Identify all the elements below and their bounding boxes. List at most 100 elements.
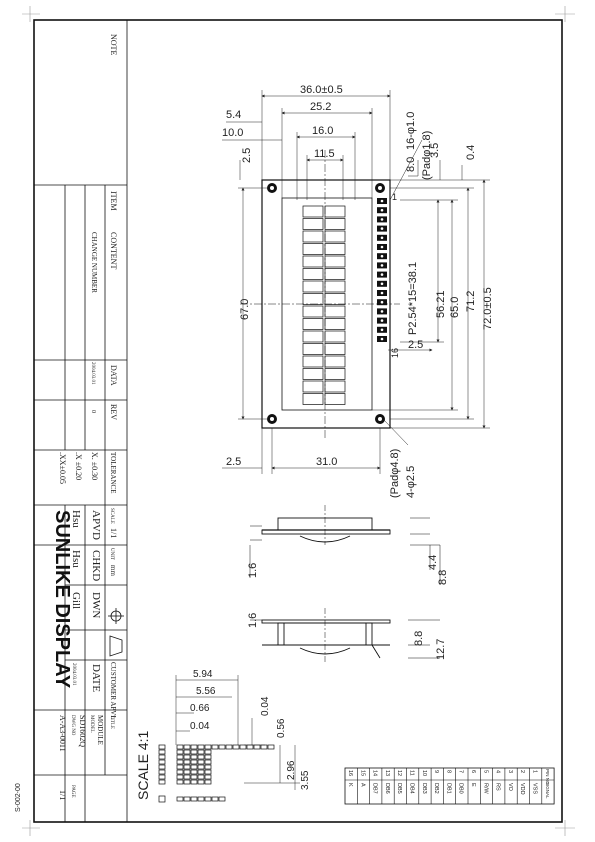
date-label: DATE — [90, 664, 102, 692]
data-value: 2004.03.01 — [90, 362, 95, 385]
pin-no-header: PIN NO — [545, 769, 550, 785]
detail-dimensions — [175, 675, 300, 790]
dot-cell — [176, 796, 184, 802]
mounting-holes — [267, 183, 385, 424]
front-dimensions — [222, 90, 490, 474]
dot-cell — [211, 744, 219, 750]
dot-cell — [267, 744, 275, 750]
company-name: SUNLIKE DISPLAY — [51, 510, 73, 689]
dim-066: 0.66 — [190, 703, 210, 714]
dot-cell — [197, 769, 205, 775]
tolerance-label: TOLERANCE — [109, 452, 117, 493]
dim-mount: 4-φ2.5 — [405, 466, 417, 498]
pin-signal: E — [470, 783, 476, 787]
tolerance-xxx: .XX±0.05 — [58, 452, 67, 484]
dot-cell — [176, 779, 184, 785]
sheet-border — [33, 19, 563, 823]
dot-cell — [211, 796, 219, 802]
pin-signal: DB4 — [409, 783, 415, 794]
pin-signal: VO — [507, 783, 513, 792]
dot-cell — [204, 759, 212, 765]
dot-cell — [158, 744, 166, 750]
dim-35: 3.5 — [429, 143, 441, 158]
dim-pad-holes: 16-φ1.0 — [405, 112, 417, 150]
content-label: CONTENT — [109, 232, 118, 269]
dwg-label: DWG NO — [70, 715, 75, 736]
character-cell — [324, 343, 346, 355]
apvd-label: APVD — [90, 510, 102, 540]
dot-cell — [176, 774, 184, 780]
dim-296: 2.96 — [286, 760, 297, 780]
pin-number: 9 — [433, 770, 439, 773]
pin-signal: R/W — [482, 783, 488, 795]
character-cell — [302, 318, 324, 330]
dot-cell — [218, 796, 226, 802]
dot-cell — [246, 744, 254, 750]
dot-matrix-detail — [158, 744, 275, 803]
connector-pins — [377, 198, 387, 342]
character-cell — [302, 380, 324, 393]
customer-apvl-label: CUSTOMER APVL — [109, 662, 117, 720]
pin-number: 15 — [359, 770, 365, 776]
detail-scale-label: SCALE 4:1 — [135, 731, 151, 800]
data-label: DATA — [109, 365, 118, 386]
character-cell — [324, 393, 346, 405]
change-number-label: CHANGE NUMBER — [90, 232, 98, 293]
model-value: SD1602Q — [78, 715, 87, 747]
dim-056: 0.56 — [276, 718, 287, 738]
pin-number: 12 — [396, 770, 402, 776]
character-cell-grid — [302, 205, 346, 405]
character-cell — [302, 330, 324, 343]
character-cell — [302, 368, 324, 380]
dot-cell — [218, 744, 226, 750]
dwg-value: A-A3-0011 — [58, 715, 67, 752]
dot-cell — [183, 764, 191, 770]
character-cell — [324, 218, 346, 230]
scale-value: 1/1 — [109, 528, 118, 538]
dot-cell — [197, 796, 205, 802]
dot-cell — [190, 759, 198, 765]
pin-signal: K — [347, 783, 353, 787]
dim-650: 65.0 — [449, 297, 461, 318]
unit-value: mm — [109, 565, 117, 576]
character-cell — [302, 393, 324, 405]
dot-cell — [197, 779, 205, 785]
pin-signal: DB6 — [384, 783, 390, 794]
dim-712: 71.2 — [465, 291, 477, 312]
dim-127: 12.7 — [435, 639, 447, 660]
dot-cell — [204, 769, 212, 775]
character-cell — [324, 318, 346, 330]
dot-cell — [204, 774, 212, 780]
dot-cell — [253, 744, 261, 750]
dim-100: 10.0 — [222, 127, 243, 139]
dim-16a: 1.6 — [247, 563, 259, 578]
dot-cell — [204, 749, 212, 755]
dot-cell — [183, 749, 191, 755]
chkd-label: CHKD — [90, 550, 102, 581]
pin-number: 5 — [482, 770, 488, 773]
dim-310: 31.0 — [316, 456, 337, 468]
dim-252: 25.2 — [310, 101, 331, 113]
pin-number: 13 — [384, 770, 390, 776]
character-cell — [324, 280, 346, 293]
dim-80: 8.0 — [405, 157, 417, 172]
dot-cell — [183, 769, 191, 775]
rev-label: REV — [109, 404, 118, 420]
dim-720: 72.0±0.5 — [482, 287, 494, 330]
character-cell — [302, 205, 324, 218]
dot-cell — [190, 764, 198, 770]
dim-004b: 0.04 — [260, 696, 271, 716]
dwn-label: DWN — [90, 592, 102, 618]
signal-header: SIGNAL — [545, 782, 550, 799]
pin-signal: DB0 — [458, 783, 464, 794]
page-label: PAGE — [70, 785, 75, 798]
dim-mount-pad: (Padφ4.8) — [389, 449, 401, 498]
dim-16b: 1.6 — [247, 613, 259, 628]
pin-signal: DB1 — [445, 783, 451, 794]
dim-88b: 8.8 — [413, 631, 425, 646]
dot-cell — [197, 754, 205, 760]
dot-cell — [190, 796, 198, 802]
pin-number: 14 — [372, 770, 378, 776]
unit-label: UNIT — [109, 548, 114, 560]
